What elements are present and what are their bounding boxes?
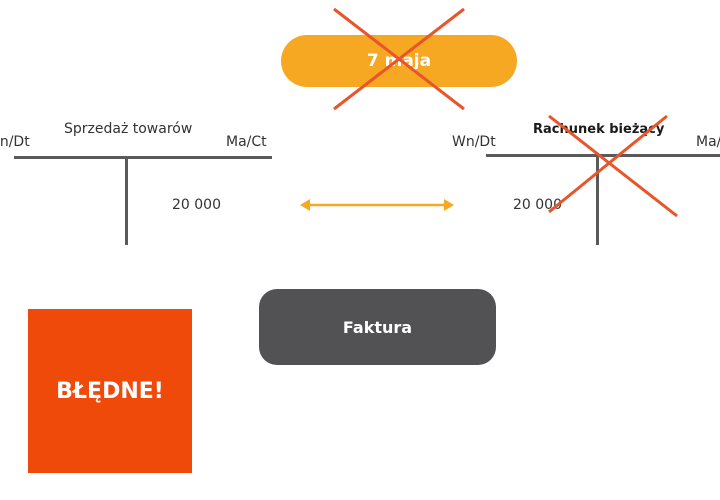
date-label: 7 maja xyxy=(366,51,432,71)
debit-label: Wn/Dt xyxy=(0,134,30,150)
credit-label: Ma/Ct xyxy=(226,134,267,150)
cross-out-mark-date xyxy=(333,7,465,111)
debit-amount: 20 000 xyxy=(513,197,562,213)
account-title: Rachunek bieżący xyxy=(533,122,665,137)
invoice-box: Faktura xyxy=(259,289,496,365)
cross-out-mark-account xyxy=(548,114,678,218)
account-title: Sprzedaż towarów xyxy=(64,121,193,137)
double-arrow-icon xyxy=(300,199,454,211)
t-account-vertical-line xyxy=(125,156,128,245)
t-account-horizontal-line xyxy=(14,156,272,159)
debit-label: Wn/Dt xyxy=(452,134,496,150)
invoice-label: Faktura xyxy=(342,317,413,337)
credit-amount: 20 000 xyxy=(172,197,221,213)
error-badge: BŁĘDNE! xyxy=(28,309,192,473)
error-label: BŁĘDNE! xyxy=(56,378,164,404)
t-account-horizontal-line xyxy=(486,154,720,157)
t-account-vertical-line xyxy=(596,154,599,245)
credit-label: Ma/Ct xyxy=(696,134,720,150)
date-pill: 7 maja xyxy=(281,35,517,87)
